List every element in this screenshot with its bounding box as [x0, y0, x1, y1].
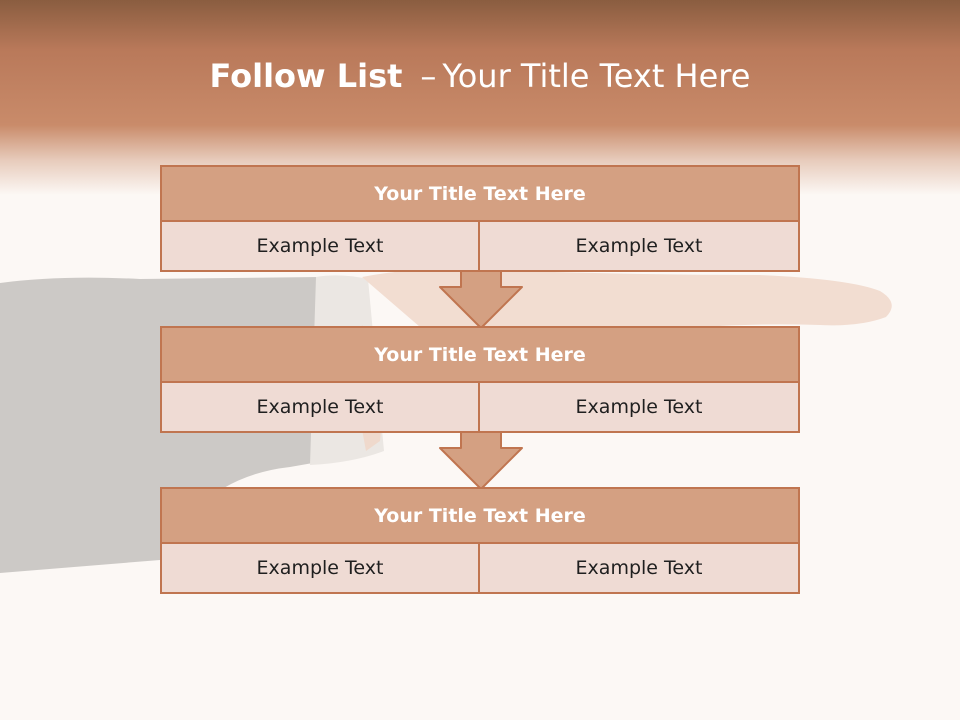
row-2: Your Title Text Here Example Text Exampl… [160, 326, 800, 433]
row-1-cells: Example Text Example Text [160, 222, 800, 272]
row-3: Your Title Text Here Example Text Exampl… [160, 487, 800, 594]
row-1-cell-right: Example Text [478, 222, 800, 272]
row-1: Your Title Text Here Example Text Exampl… [160, 165, 800, 272]
slide-title-bold: Follow List [209, 57, 403, 95]
row-3-cell-right: Example Text [478, 544, 800, 594]
down-arrow-icon [439, 431, 523, 490]
slide-title-separator: – [420, 57, 437, 95]
slide-title: Follow List–Your Title Text Here [0, 52, 960, 100]
row-2-title: Your Title Text Here [160, 326, 800, 383]
row-3-title: Your Title Text Here [160, 487, 800, 544]
row-1-cell-left: Example Text [160, 222, 480, 272]
slide-title-rest: Your Title Text Here [442, 57, 751, 95]
row-1-title: Your Title Text Here [160, 165, 800, 222]
row-2-cell-right: Example Text [478, 383, 800, 433]
row-3-cell-left: Example Text [160, 544, 480, 594]
row-2-cells: Example Text Example Text [160, 383, 800, 433]
down-arrow-icon [439, 270, 523, 329]
row-2-cell-left: Example Text [160, 383, 480, 433]
header-band [0, 0, 960, 195]
row-3-cells: Example Text Example Text [160, 544, 800, 594]
